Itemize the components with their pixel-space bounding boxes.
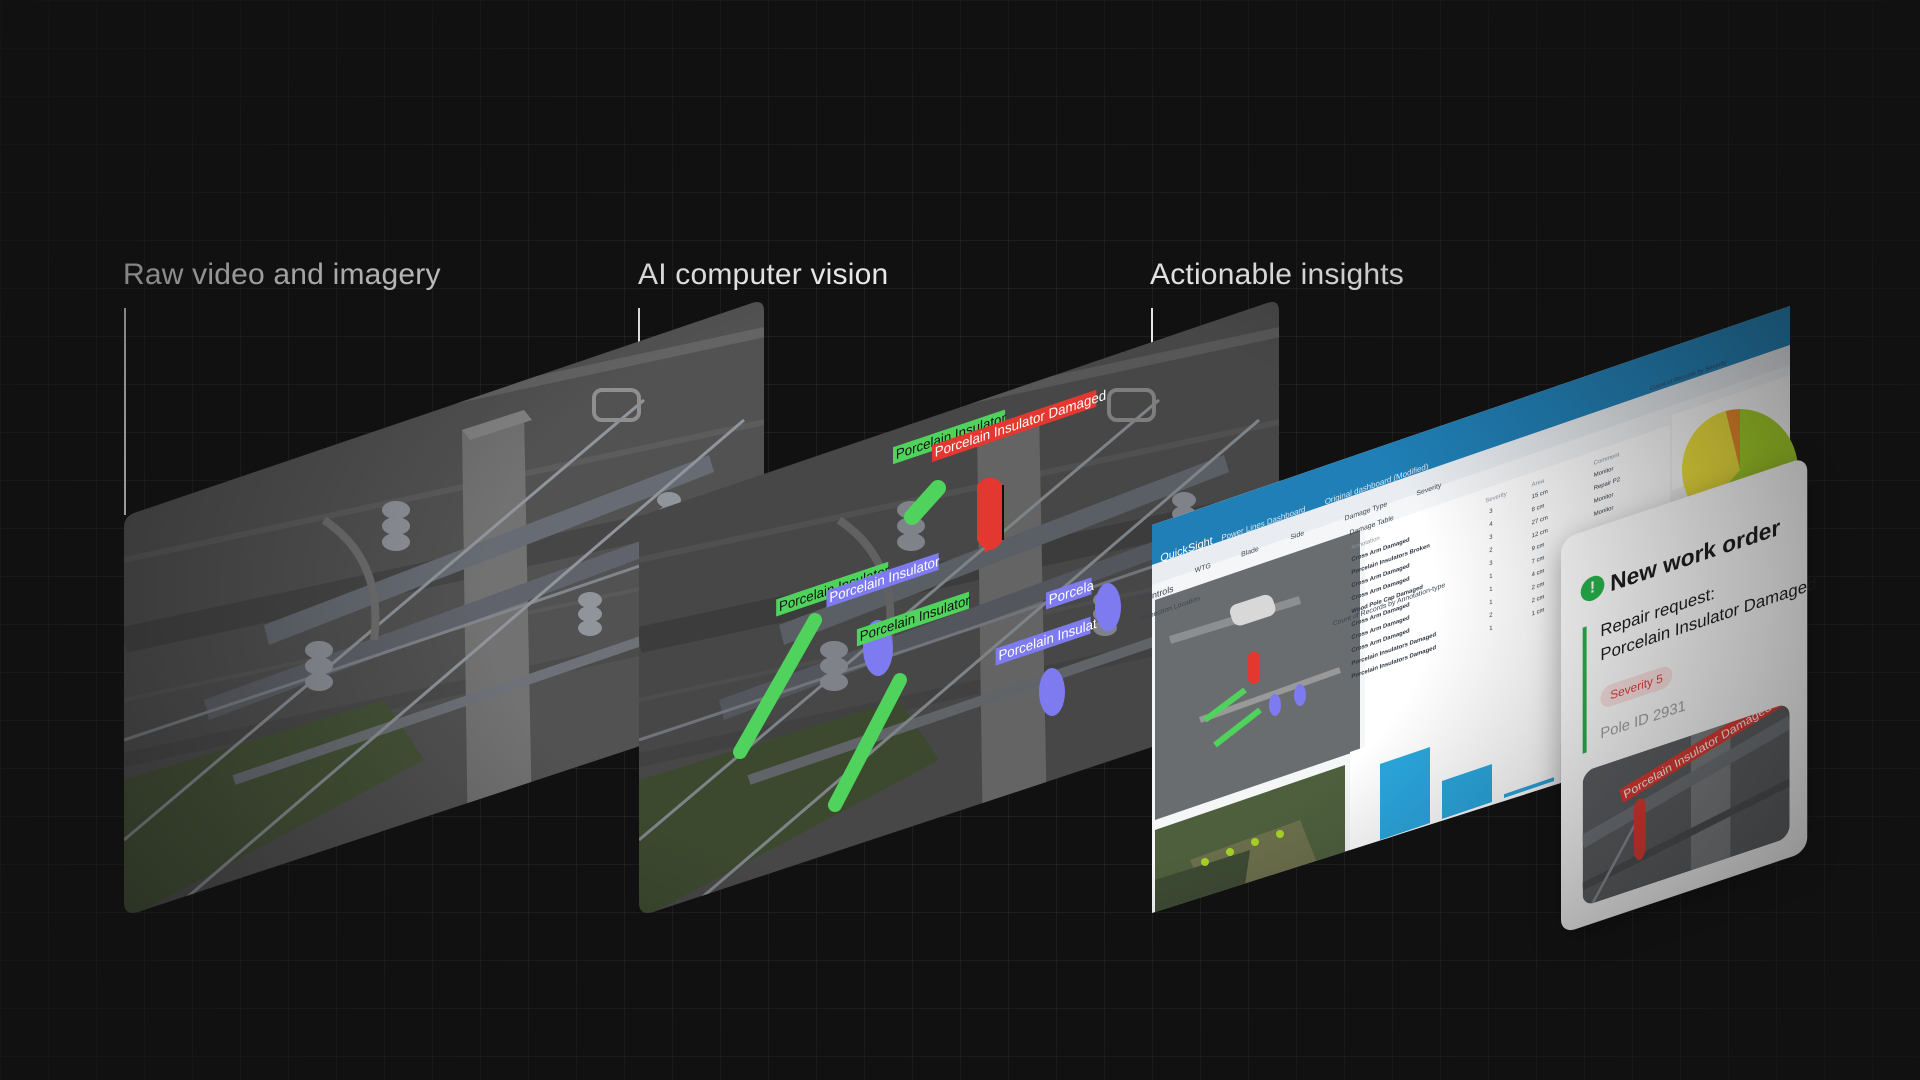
- table-cell: 3: [1489, 559, 1493, 567]
- table-cell: 3: [1489, 533, 1493, 541]
- table-cell: 3: [1489, 507, 1493, 515]
- work-order-title: New work order: [1610, 513, 1781, 597]
- blue-segmentation-2: [1095, 583, 1121, 631]
- damaged-insulator-mask: [1633, 798, 1646, 861]
- table-cell: 1: [1489, 598, 1493, 606]
- blue-segmentation-3: [1039, 668, 1065, 716]
- table-cell: 1: [1489, 585, 1493, 593]
- table-cell: 4: [1489, 520, 1493, 528]
- alert-check-icon: !: [1580, 572, 1605, 605]
- work-order-card[interactable]: ! New work order Repair request: Porcela…: [1561, 456, 1816, 934]
- work-order-accent-bar: [1582, 626, 1587, 754]
- table-cell: 2: [1489, 546, 1493, 554]
- table-cell: 2: [1489, 611, 1493, 619]
- table-cell: 1: [1489, 624, 1493, 632]
- red-segmentation: [977, 477, 1003, 550]
- severity-badge: Severity 5: [1600, 663, 1673, 710]
- table-cell: 1: [1489, 572, 1493, 580]
